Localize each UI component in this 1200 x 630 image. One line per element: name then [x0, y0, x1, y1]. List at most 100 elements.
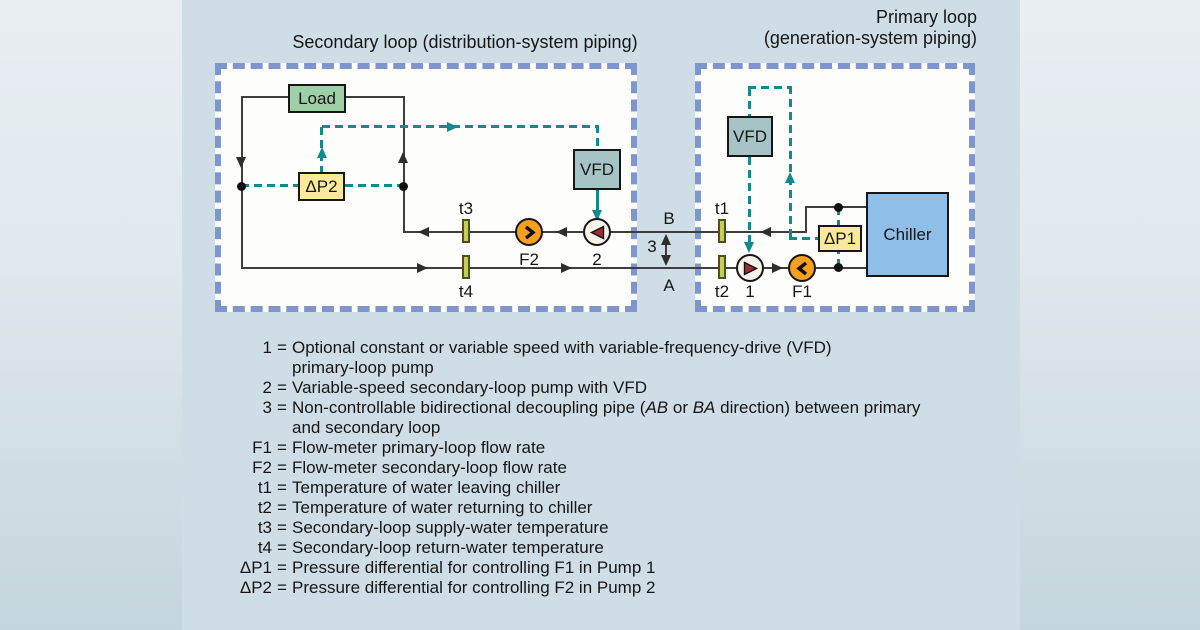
legend-text-italic: BA [692, 398, 716, 417]
legend-text: Pressure differential for controlling F1… [292, 558, 656, 577]
secondary-loop-title: Secondary loop (distribution-system pipi… [292, 32, 638, 52]
ctrl-vfd2-to-pump2 [596, 190, 599, 218]
dp2-box: ΔP2 [298, 172, 345, 201]
pipe-load-left [241, 96, 288, 98]
pipe-load-right [346, 96, 403, 98]
pump-1 [736, 254, 764, 282]
label-t2: t2 [714, 282, 730, 301]
pump-impeller-right-icon [743, 260, 758, 276]
legend-eq: = [277, 578, 287, 597]
flow-meter-f1 [788, 254, 816, 282]
legend-row: ΔP2 = Pressure differential for controllin… [228, 578, 920, 598]
legend-key: t3 [257, 518, 272, 537]
flow-arrow-right-return-3 [772, 263, 783, 273]
legend-text-part: or [668, 398, 693, 417]
legend-text: Non-controllable bidirectional decouplin… [292, 398, 920, 418]
legend-row: F2=Flow-meter secondary-loop flow rate [228, 458, 920, 478]
legend-eq: = [277, 478, 287, 497]
pump-impeller-left-icon [589, 224, 604, 240]
legend-text: primary-loop pump [292, 358, 434, 377]
ctrl-dp2-right [345, 184, 403, 187]
legend-row: F1 = Flow-meter primary-loop flow rate [228, 438, 920, 458]
legend-eq: = [277, 558, 287, 577]
primary-loop-title: Primary loop (generation-system piping) [697, 7, 977, 49]
legend-key [228, 418, 272, 438]
label-t3: t3 [458, 199, 474, 218]
legend-eq: = [277, 458, 287, 477]
legend-key: ΔP2 [239, 578, 272, 597]
legend-key: t1 [257, 478, 272, 497]
legend-eq: = [277, 438, 287, 457]
junction-dot-dp2-left [237, 182, 246, 191]
legend-key: 3 [262, 398, 272, 417]
flow-meter-f2 [515, 218, 543, 246]
legend: 1 = Optional constant or variable speed wi… [228, 338, 921, 598]
legend-row: primary-loop pump [228, 358, 920, 378]
label-pump1: 1 [745, 282, 755, 301]
junction-dot-dp2-right [399, 182, 408, 191]
label-f1: F1 [792, 282, 812, 301]
flow-arrow-right-return-1 [417, 263, 428, 273]
legend-text-part: Non-controllable bidirectional decouplin… [292, 398, 646, 417]
legend-key: ΔP1 [239, 558, 272, 577]
pipe-chiller-step [805, 206, 807, 233]
legend-row: 1=Optional constant or variable speed wi… [228, 338, 920, 358]
legend-eq [272, 418, 292, 438]
legend-text: Optional constant or variable speed with… [292, 338, 832, 357]
legend-key: 2 [262, 378, 272, 397]
dp1-box: ΔP1 [818, 225, 862, 252]
sensor-t2 [718, 255, 726, 279]
legend-eq: = [277, 498, 287, 517]
legend-key [228, 358, 272, 378]
legend-row: t3 = Secondary-loop supply-water temperatu… [228, 518, 920, 538]
legend-text: Flow-meter secondary-loop flow rate [292, 458, 567, 477]
flow-arrow-right-return-2 [561, 263, 572, 273]
legend-row: ΔP1 = Pressure differential for controllin… [228, 558, 920, 578]
legend-key: F1 [252, 438, 272, 457]
legend-row: t1=Temperature of water leaving chiller [228, 478, 920, 498]
ctrl-vfd1-to-pump1 [748, 157, 751, 249]
sensor-t1 [718, 219, 726, 243]
pipe-return-bottom [241, 267, 867, 269]
chevron-right-icon [524, 225, 536, 239]
label-decoupler-3: 3 [647, 237, 657, 256]
flow-arrow-left-supply-2 [556, 227, 567, 237]
label-f2: F2 [519, 250, 539, 269]
legend-eq [272, 358, 292, 378]
ctrl-top-horizontal [322, 125, 598, 128]
legend-eq: = [277, 398, 287, 417]
legend-text: Flow-meter primary-loop flow rate [292, 438, 546, 457]
decoupler-arrow-up [661, 234, 671, 245]
label-decoupler-a: A [663, 276, 675, 295]
ctrl-vfd2-inlet [596, 125, 599, 149]
vfd-secondary-box: VFD [573, 149, 621, 190]
sensor-t3 [462, 219, 470, 243]
pipe-right-vertical [403, 96, 405, 233]
ctrl-loop-right [789, 86, 792, 240]
label-t1: t1 [714, 199, 730, 218]
legend-row: 3 = Non-controllable bidirectional decoupl… [228, 398, 921, 418]
legend-row: 2=Variable-speed secondary-loop pump wit… [228, 378, 920, 398]
legend-key: t2 [257, 498, 272, 517]
ctrl-dp2-left [241, 184, 298, 187]
legend-eq: = [277, 518, 287, 537]
ctrl-arrow-right-top [447, 122, 458, 132]
legend-row: t2=Temperature of water returning to chi… [228, 498, 920, 518]
ctrl-arrow-down-pump1 [744, 242, 754, 253]
legend-text: Pressure differential for controlling F2… [292, 578, 656, 597]
flow-arrow-down-left-vertical [236, 157, 246, 168]
legend-text: Secondary-loop return-water temperature [292, 538, 604, 557]
legend-eq: = [277, 378, 287, 397]
flow-arrow-left-supply-1 [418, 227, 429, 237]
vfd-primary-box: VFD [727, 116, 773, 157]
legend-text: Secondary-loop supply-water temperature [292, 518, 609, 537]
chiller-box: Chiller [866, 192, 949, 277]
legend-key: 1 [262, 338, 272, 357]
chevron-left-icon [795, 261, 807, 275]
sensor-t4 [462, 255, 470, 279]
label-decoupler-b: B [663, 209, 675, 228]
legend-text: and secondary loop [292, 418, 441, 437]
legend-row: t4=Secondary-loop return-water temperatu… [228, 538, 920, 558]
legend-eq: = [277, 538, 287, 557]
